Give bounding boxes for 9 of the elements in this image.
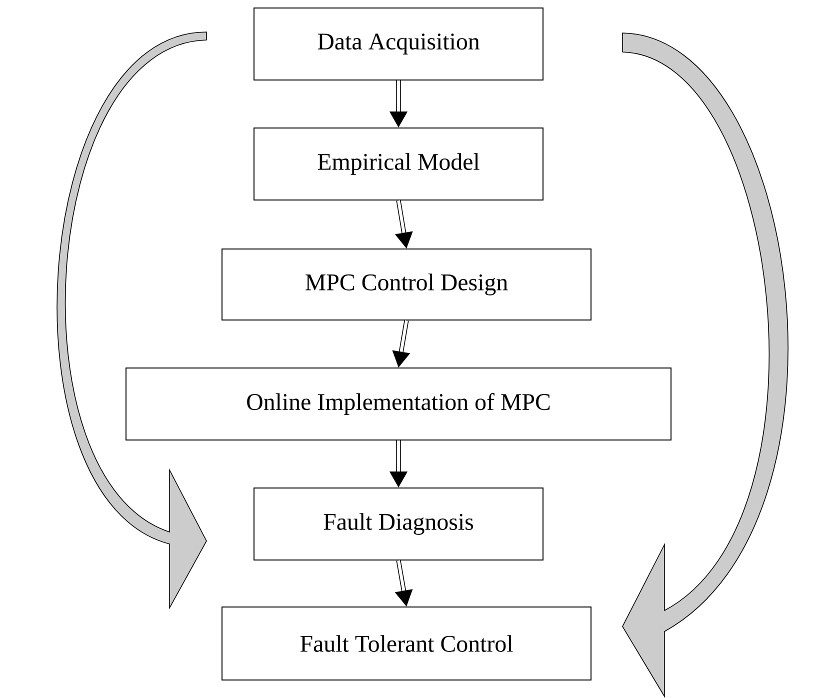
- process-box: Fault Diagnosis: [254, 488, 544, 560]
- process-box: Data Acquisition: [254, 8, 544, 80]
- process-box: Empirical Model: [254, 128, 544, 200]
- arrow: [392, 320, 410, 368]
- process-box: Fault Tolerant Control: [222, 606, 592, 680]
- process-box: MPC Control Design: [222, 248, 592, 320]
- arrow: [622, 32, 788, 697]
- process-box: Online Implementation of MPC: [126, 368, 672, 440]
- arrow: [57, 32, 207, 608]
